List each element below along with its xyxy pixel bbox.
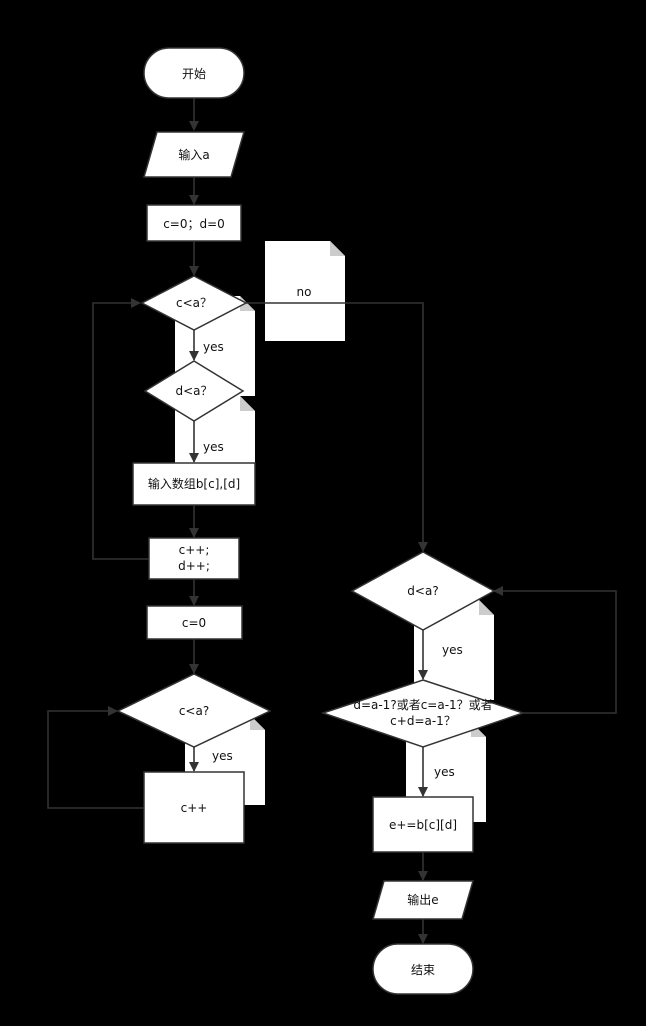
label-note-yes-4	[414, 600, 494, 700]
node-cond-d-lt-a-1: d<a？	[143, 360, 245, 422]
svg-text:d<a?: d<a?	[407, 584, 438, 598]
node-cond-c-lt-a-1: c<a？	[140, 275, 248, 331]
svg-text:e+=b[c][d]: e+=b[c][d]	[389, 818, 457, 832]
svg-text:d=a-1?或者c=a-1？或者: d=a-1?或者c=a-1？或者	[353, 698, 492, 712]
node-input-array: 输入数组b[c],[d]	[132, 462, 256, 506]
node-incr-c: c++	[143, 771, 245, 844]
svg-text:c++;: c++;	[179, 543, 210, 557]
node-start: 开始	[143, 47, 245, 99]
node-end: 结束	[372, 943, 474, 995]
edge-label-yes-2: yes	[203, 440, 224, 454]
edge-incr-loop-back	[92, 298, 149, 560]
edge-incr-c-loop-back	[47, 706, 144, 809]
svg-text:d<a？: d<a？	[175, 384, 212, 398]
svg-text:结束: 结束	[411, 963, 435, 977]
label-note-no	[265, 241, 345, 341]
svg-text:d++;: d++;	[178, 559, 210, 573]
svg-text:输入a: 输入a	[178, 147, 209, 162]
svg-text:c=0；d=0: c=0；d=0	[163, 217, 225, 231]
edge-label-yes-4: yes	[442, 643, 463, 657]
node-cond-d-lt-a-2: d<a?	[350, 551, 496, 631]
edge-label-yes-3: yes	[212, 749, 233, 763]
edge-cond1-no	[246, 302, 428, 552]
node-increment: c++; d++;	[148, 537, 240, 580]
svg-text:输出e: 输出e	[407, 892, 438, 907]
connectors	[47, 98, 617, 944]
node-reset-c: c=0	[146, 605, 243, 640]
node-input-a: 输入a	[143, 131, 245, 178]
svg-text:开始: 开始	[182, 67, 206, 81]
edge-cond5-loop-back	[493, 586, 617, 714]
svg-text:输入数组b[c],[d]: 输入数组b[c],[d]	[148, 476, 240, 491]
svg-text:c+d=a-1？: c+d=a-1？	[390, 714, 456, 728]
svg-text:c=0: c=0	[182, 616, 206, 630]
svg-text:c<a？: c<a？	[176, 296, 212, 310]
node-init-cd: c=0；d=0	[146, 204, 242, 242]
node-output-e: 输出e	[372, 880, 474, 920]
edge-label-yes-1: yes	[203, 340, 224, 354]
svg-text:c++: c++	[181, 801, 208, 815]
node-sum-e: e+=b[c][d]	[372, 796, 474, 853]
edge-label-no: no	[297, 285, 312, 299]
node-cond-c-lt-a-2: c<a?	[116, 673, 272, 748]
edge-label-yes-5: yes	[434, 765, 455, 779]
svg-text:c<a?: c<a?	[179, 704, 209, 718]
node-cond-diagonal: d=a-1?或者c=a-1？或者 c+d=a-1？	[320, 679, 526, 748]
